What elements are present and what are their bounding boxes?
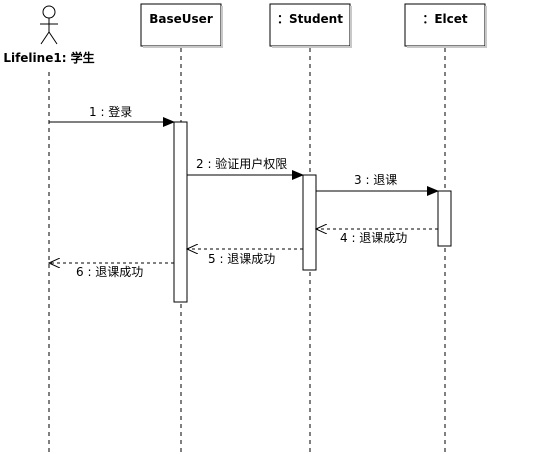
message-label-2: 2 : 验证用户权限	[196, 156, 287, 171]
lifeline-label-baseuser: BaseUser	[149, 12, 213, 26]
lifeline-head-elcet: ：Elcet	[404, 3, 487, 48]
message-label-1: 1 : 登录	[89, 104, 132, 119]
message-label-6: 6 : 退课成功	[76, 265, 143, 279]
activation-elcet	[437, 190, 452, 247]
message-label-4: 4 : 退课成功	[340, 231, 407, 245]
actor-label: Lifeline1: 学生	[3, 50, 94, 65]
lifeline-head-student: ：Student	[269, 3, 352, 48]
lifeline-label-elcet: ：Elcet	[422, 12, 468, 26]
message-label-3: 3 : 退课	[354, 173, 397, 187]
activation-baseuser	[173, 121, 188, 303]
lifeline-label-student: ：Student	[277, 12, 343, 26]
actor-stick-figure-icon	[40, 5, 58, 45]
lifeline-head-baseuser: BaseUser	[140, 3, 223, 48]
message-label-5: 5 : 退课成功	[208, 252, 275, 266]
activation-student	[302, 174, 317, 271]
